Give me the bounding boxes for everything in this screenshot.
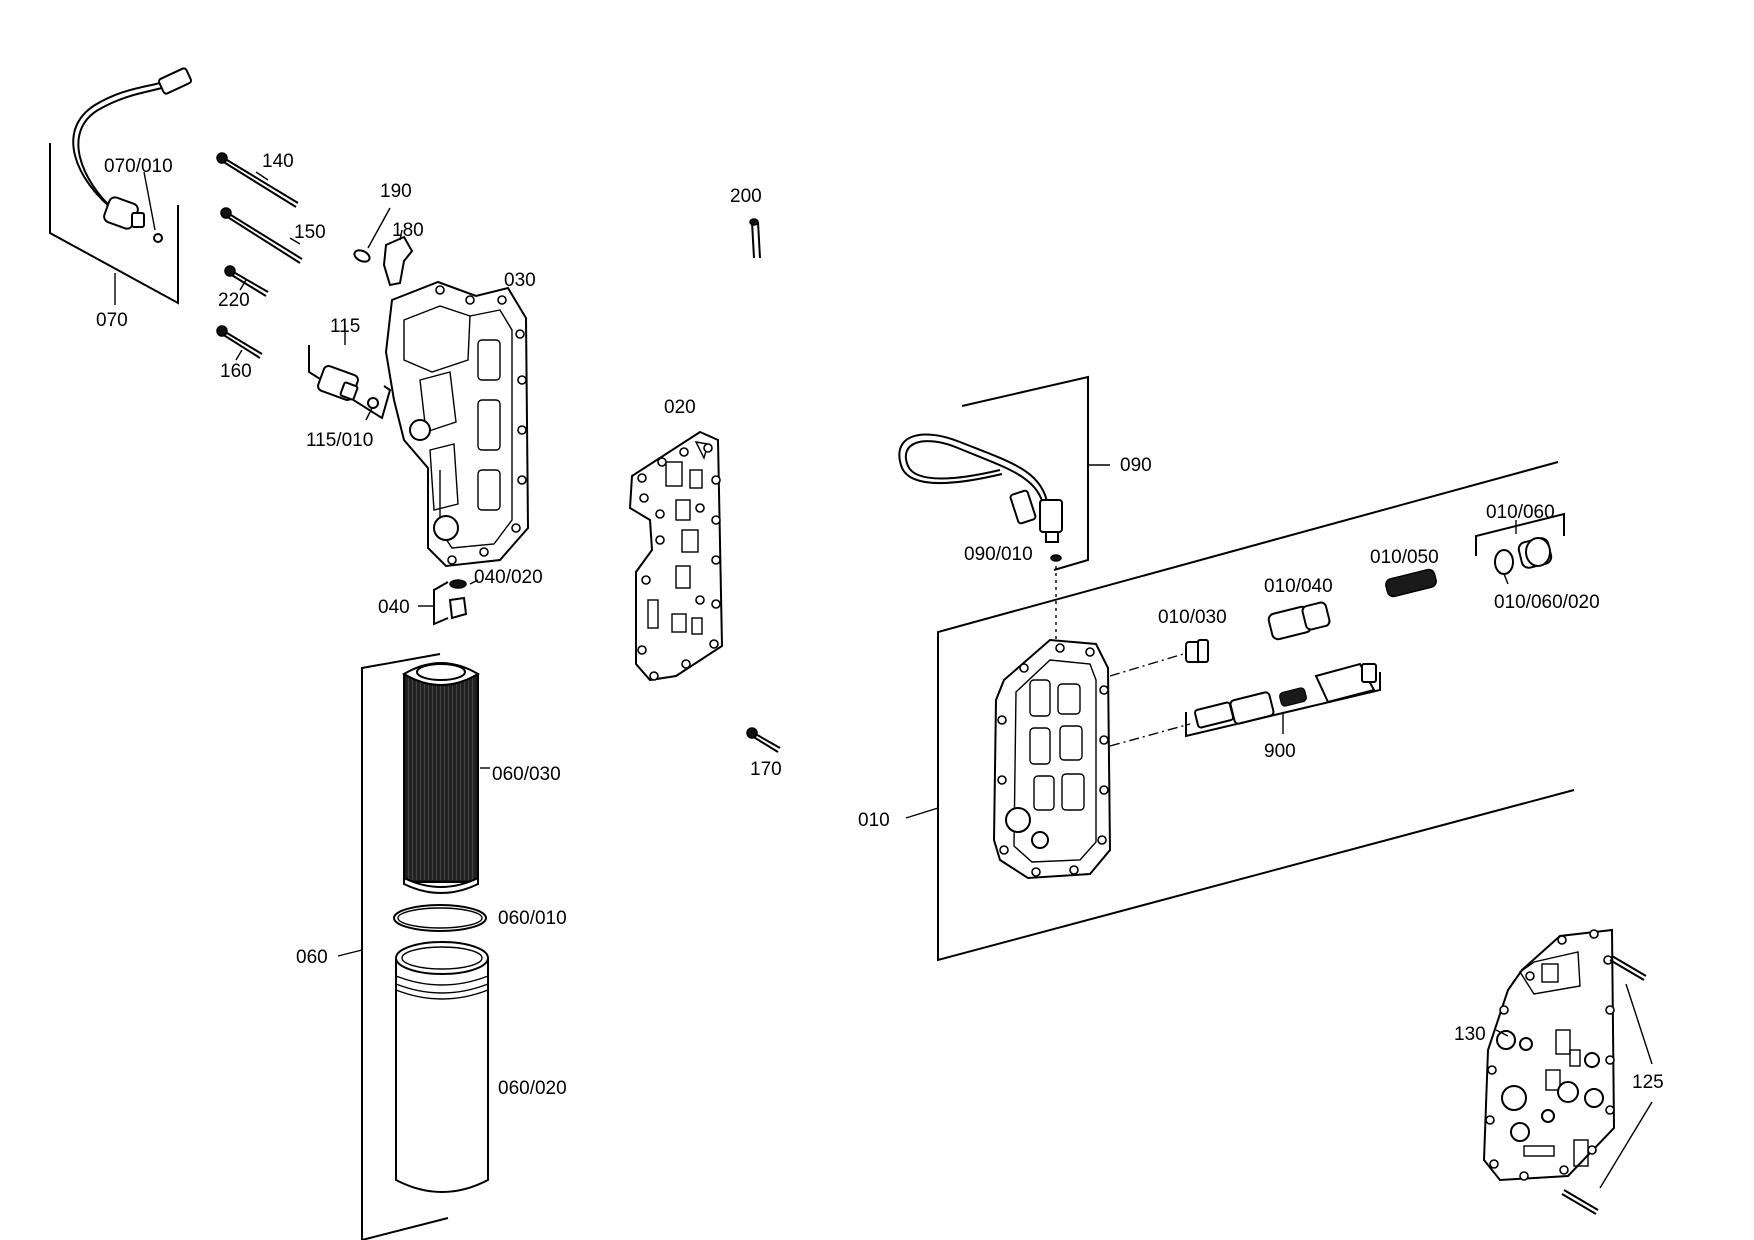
part-010-valve-body-assembly [905, 461, 1575, 962]
label-010-060-020: 010/060/020 [1494, 592, 1600, 613]
part-060-020-filter-bowl [395, 941, 489, 1193]
label-200: 200 [730, 186, 762, 207]
part-010-030-plug [1185, 639, 1209, 663]
label-020: 020 [664, 397, 696, 418]
label-070-010: 070/010 [104, 156, 173, 177]
label-010: 010 [858, 810, 890, 831]
part-170-bolt [746, 727, 781, 753]
label-030: 030 [504, 270, 536, 291]
label-090: 090 [1120, 455, 1152, 476]
label-090-010: 090/010 [964, 544, 1033, 565]
label-220: 220 [218, 290, 250, 311]
part-010-050-spring [1385, 568, 1437, 598]
label-060: 060 [296, 947, 328, 968]
part-060-010-o-ring [393, 904, 487, 932]
label-040-020: 040/020 [474, 567, 543, 588]
part-200-pin [749, 218, 761, 259]
part-060-030-filter-element [402, 662, 490, 894]
label-115: 115 [330, 316, 360, 337]
label-010-040: 010/040 [1264, 576, 1333, 597]
part-020-intermediate-plate [628, 430, 724, 682]
label-060-020: 060/020 [498, 1078, 567, 1099]
label-140: 140 [262, 151, 294, 172]
part-090-cable-sensor [898, 375, 1110, 640]
part-040-plug [418, 579, 479, 626]
label-070: 070 [96, 310, 128, 331]
bolts-140-150-220-160 [216, 152, 303, 361]
label-060-030: 060/030 [492, 764, 561, 785]
label-010-060: 010/060 [1486, 502, 1555, 523]
part-010-060-plug [1475, 512, 1565, 585]
part-070-sensor-cable [49, 67, 192, 305]
label-170: 170 [750, 759, 782, 780]
label-115-010: 115/010 [306, 430, 373, 451]
label-160: 160 [220, 361, 252, 382]
label-900: 900 [1264, 741, 1296, 762]
part-030-valve-housing [384, 280, 530, 568]
label-060-010: 060/010 [498, 908, 567, 929]
part-115-sensor [308, 325, 392, 421]
part-900-valve-assembly [1185, 662, 1381, 738]
label-125: 125 [1632, 1072, 1664, 1093]
part-125-pins [1561, 955, 1653, 1215]
label-180: 180 [392, 220, 424, 241]
label-130: 130 [1454, 1024, 1486, 1045]
label-010-030: 010/030 [1158, 607, 1227, 628]
part-060-filter-assembly [337, 653, 490, 1240]
label-040: 040 [378, 597, 410, 618]
part-130-cover-plate [1482, 928, 1616, 1182]
label-010-050: 010/050 [1370, 547, 1439, 568]
label-190: 190 [380, 181, 412, 202]
part-180-190-fitting [353, 207, 414, 287]
part-010-040-valve-sleeve [1267, 601, 1331, 641]
label-150: 150 [294, 222, 326, 243]
